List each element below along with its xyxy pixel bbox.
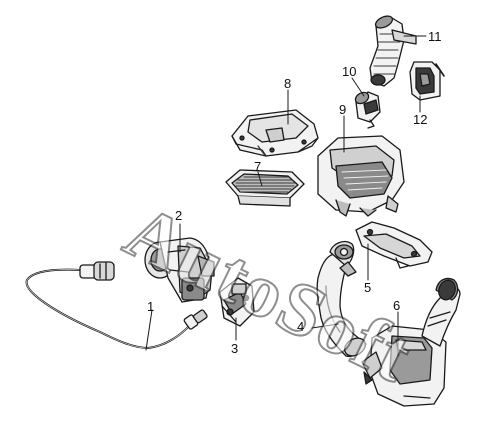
part-5-mounting-bracket	[355, 221, 433, 269]
leader-lines	[145, 35, 427, 357]
part-12-connector-clamp	[409, 61, 445, 101]
part-3-idle-valve	[219, 277, 255, 327]
callout-1: 1	[147, 299, 155, 314]
part-7-air-filter	[225, 169, 305, 207]
callout-9: 9	[339, 102, 347, 117]
part-11-corrugated-hose	[369, 15, 417, 87]
callout-3: 3	[231, 341, 239, 356]
part-1-sensor-cable	[25, 261, 208, 349]
callout-10: 10	[342, 64, 357, 79]
callout-12: 12	[413, 112, 428, 127]
callout-8: 8	[284, 76, 292, 91]
part-2-throttle-body	[144, 237, 215, 303]
part-4-intake-hose	[316, 240, 367, 358]
part-9-airbox-housing	[317, 135, 405, 217]
callout-4: 4	[297, 319, 305, 334]
part-8-airbox-cover	[231, 109, 319, 157]
callout-5: 5	[364, 280, 372, 295]
part-6-resonator	[361, 277, 461, 407]
callout-7: 7	[254, 159, 262, 174]
callout-6: 6	[393, 298, 401, 313]
callout-11: 11	[428, 29, 442, 44]
callout-2: 2	[175, 208, 183, 223]
part-10-mass-airflow-sensor	[354, 91, 381, 129]
